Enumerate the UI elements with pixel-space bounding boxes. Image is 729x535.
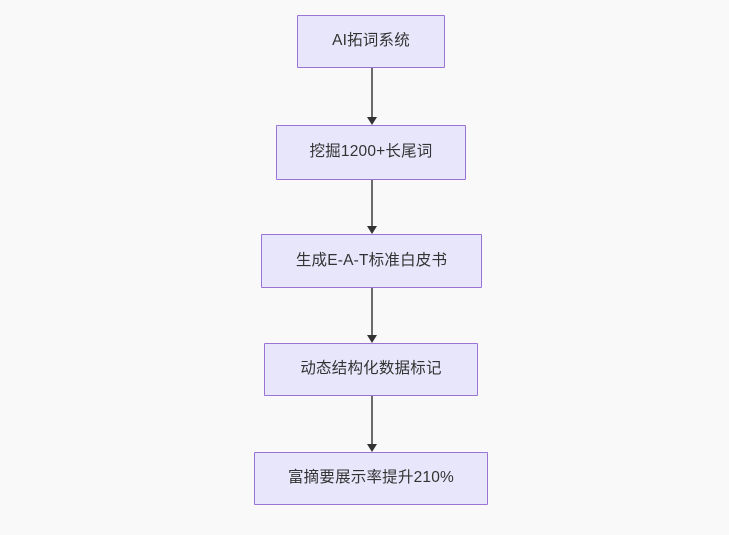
flow-node-label: 挖掘1200+长尾词 — [309, 143, 433, 161]
arrowhead-icon — [366, 335, 377, 343]
flow-node-structured-data-markup[interactable]: 动态结构化数据标记 — [264, 343, 478, 396]
flow-node-eat-whitepaper[interactable]: 生成E-A-T标准白皮书 — [261, 234, 482, 288]
edge-line — [371, 396, 373, 445]
edge-line — [371, 288, 373, 336]
edge-line — [371, 68, 373, 118]
arrowhead-icon — [366, 117, 377, 125]
flow-node-ai-keyword-system[interactable]: AI拓词系统 — [297, 15, 445, 68]
flow-node-longtail-mining[interactable]: 挖掘1200+长尾词 — [276, 125, 466, 180]
flow-node-label: 生成E-A-T标准白皮书 — [295, 251, 448, 269]
flow-node-rich-snippet-result[interactable]: 富摘要展示率提升210% — [254, 452, 488, 505]
flow-node-label: AI拓词系统 — [332, 32, 410, 50]
flow-node-label: 富摘要展示率提升210% — [287, 469, 455, 487]
arrowhead-icon — [366, 444, 377, 452]
arrowhead-icon — [366, 226, 377, 234]
edge-line — [371, 180, 373, 227]
flow-node-label: 动态结构化数据标记 — [300, 360, 442, 378]
